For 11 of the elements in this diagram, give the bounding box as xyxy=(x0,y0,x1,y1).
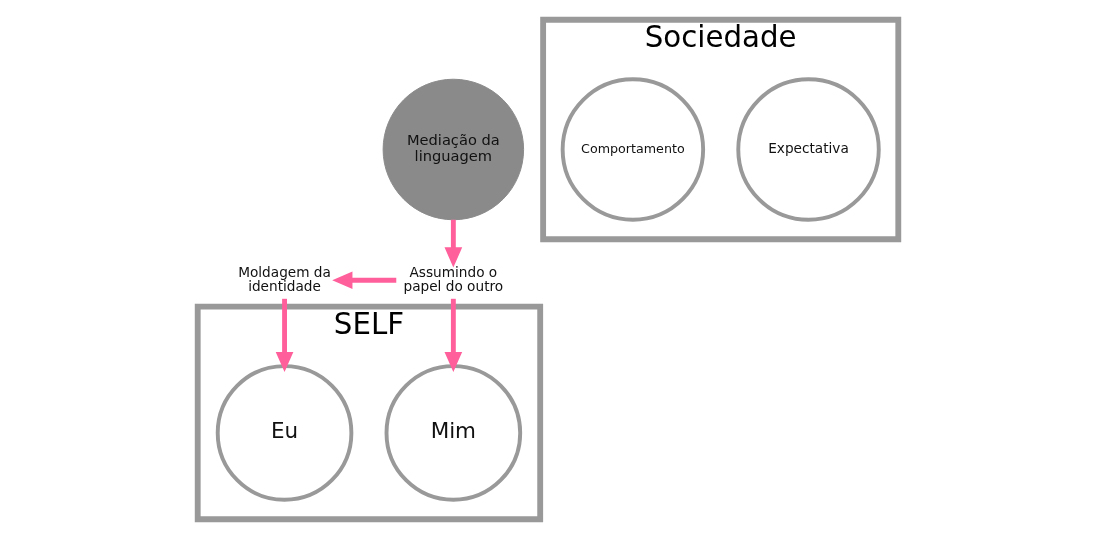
node-text: Moldagem da identidade xyxy=(237,263,331,295)
node-text: Assumindo o papel do outro xyxy=(403,263,503,295)
node-circle: Expectativa xyxy=(735,77,881,222)
arrow xyxy=(444,298,462,373)
node-circle: Comportamento xyxy=(560,77,705,222)
arrow xyxy=(331,271,396,290)
arrow xyxy=(275,298,293,373)
node-circle: Eu xyxy=(215,364,353,502)
node-circle: Mim xyxy=(384,364,522,502)
arrow xyxy=(444,219,462,268)
node-circle: Mediação da linguagem xyxy=(382,78,524,221)
